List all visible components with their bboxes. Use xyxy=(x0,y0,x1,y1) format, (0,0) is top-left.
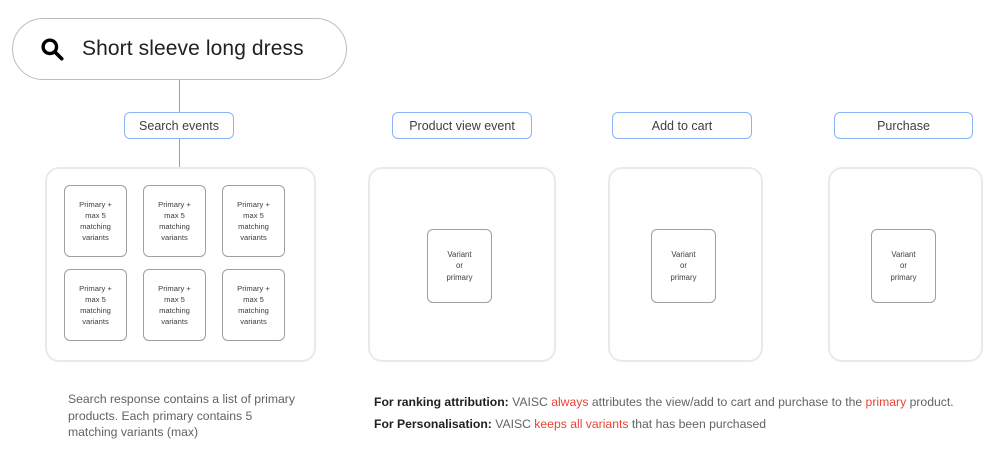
ranking-highlight-primary: primary xyxy=(865,395,907,409)
panel-product-view-event: Variant or primary xyxy=(368,167,556,362)
primary-variant-card: Primary + max 5 matching variants xyxy=(143,269,206,341)
ranking-attribution-label: For ranking attribution: xyxy=(374,395,509,409)
primary-variant-card: Primary + max 5 matching variants xyxy=(64,269,127,341)
primary-variant-card: Primary + max 5 matching variants xyxy=(222,269,285,341)
chip-add-to-cart[interactable]: Add to cart xyxy=(612,112,752,139)
variant-or-primary-card: Variant or primary xyxy=(427,229,492,303)
personalisation-highlight-keeps-all-variants: keeps all variants xyxy=(534,417,629,431)
primary-variant-card: Primary + max 5 matching variants xyxy=(143,185,206,257)
variant-or-primary-card: Variant or primary xyxy=(651,229,716,303)
chip-label: Add to cart xyxy=(651,118,713,133)
chip-purchase[interactable]: Purchase xyxy=(834,112,973,139)
variant-or-primary-card: Variant or primary xyxy=(871,229,936,303)
ranking-attribution-note: For ranking attribution: VAISC always at… xyxy=(374,394,954,410)
personalisation-text-part2: that has been purchased xyxy=(628,417,767,431)
primary-variant-card: Primary + max 5 matching variants xyxy=(222,185,285,257)
search-query-text: Short sleeve long dress xyxy=(82,37,304,60)
chip-product-view-event[interactable]: Product view event xyxy=(392,112,532,139)
ranking-text-part3: product. xyxy=(906,395,954,409)
search-response-caption: Search response contains a list of prima… xyxy=(68,392,295,439)
personalisation-note: For Personalisation: VAISC keeps all var… xyxy=(374,416,766,432)
chip-label: Search events xyxy=(139,118,219,133)
connector-line-bottom xyxy=(179,139,180,167)
chip-label: Purchase xyxy=(877,118,930,133)
personalisation-label: For Personalisation: xyxy=(374,417,492,431)
chip-search-events[interactable]: Search events xyxy=(124,112,234,139)
search-results-grid: Primary + max 5 matching variants Primar… xyxy=(64,185,314,341)
primary-variant-card: Primary + max 5 matching variants xyxy=(64,185,127,257)
personalisation-text-part1: VAISC xyxy=(491,417,535,431)
search-icon xyxy=(41,38,64,61)
chip-label: Product view event xyxy=(409,118,515,133)
panel-add-to-cart: Variant or primary xyxy=(608,167,763,362)
ranking-highlight-always: always xyxy=(551,395,589,409)
ranking-text-part2: attributes the view/add to cart and purc… xyxy=(588,395,866,409)
search-bar[interactable]: Short sleeve long dress xyxy=(12,18,347,80)
ranking-text-part1: VAISC xyxy=(508,395,552,409)
panel-purchase: Variant or primary xyxy=(828,167,983,362)
panel-search-events: Primary + max 5 matching variants Primar… xyxy=(45,167,316,362)
connector-line-top xyxy=(179,80,180,112)
